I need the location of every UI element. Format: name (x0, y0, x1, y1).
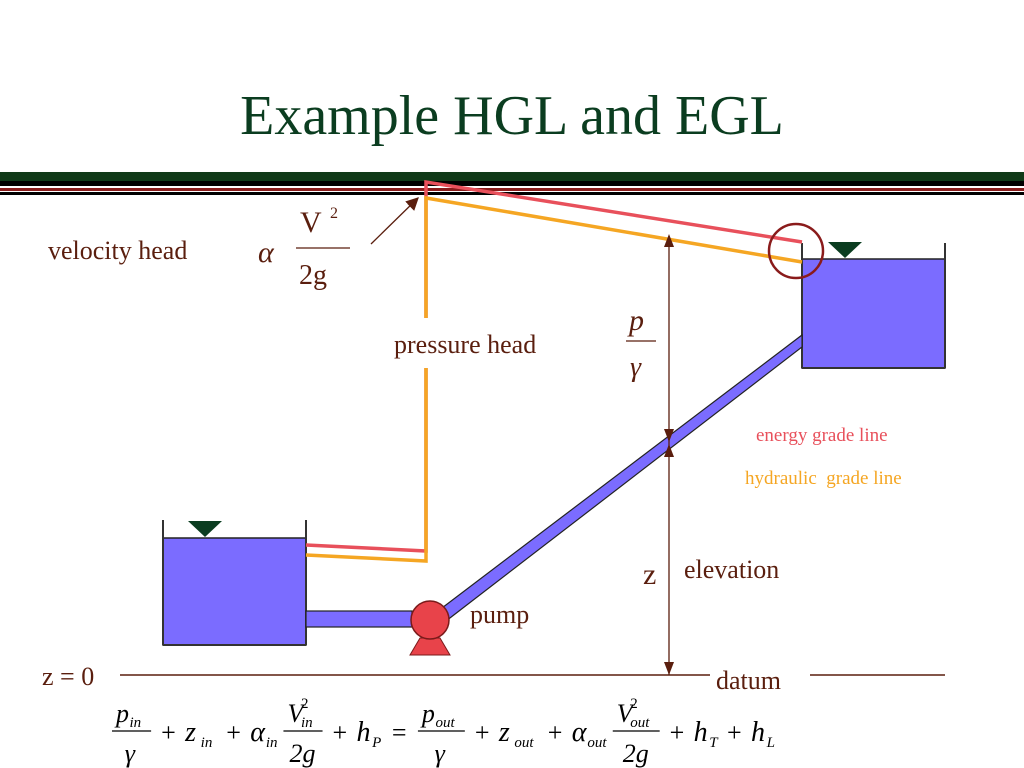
equation-numerator: p (114, 699, 129, 728)
equation-subscript: in (266, 735, 278, 751)
velocity-head-alpha: α (258, 236, 275, 269)
elevation-z-symbol: z (643, 558, 656, 591)
hgl-legend-label: hydraulic grade line (745, 468, 902, 489)
equation-subscript: out (514, 735, 534, 751)
equation-symbol: α (250, 717, 266, 748)
pressure-head-label: pressure head (394, 330, 536, 359)
equation-subscript: in (301, 715, 313, 731)
equation-subscript: in (130, 715, 142, 731)
equation-superscript: 2 (630, 696, 638, 712)
equation-superscript: 2 (301, 696, 309, 712)
datum-label: datum (716, 666, 781, 695)
equation-symbol: h (357, 717, 371, 748)
pressure-head-gap (415, 318, 435, 368)
lower-water-surface-marker-icon (188, 521, 222, 537)
pressure-head-numerator: p (627, 304, 644, 337)
equation-operator: + (475, 718, 490, 747)
equation-denominator: γ (435, 739, 446, 768)
equation-subscript: out (630, 715, 650, 731)
pump-icon (410, 600, 450, 640)
equation-operator: + (727, 718, 742, 747)
equation-numerator: V (617, 699, 636, 728)
equation-denominator: 2g (289, 739, 315, 768)
equation-operator: + (226, 718, 241, 747)
equation-symbol: h (694, 717, 708, 748)
equation-operator: + (670, 718, 685, 747)
velocity-head-numerator: V (300, 206, 322, 239)
slide-title: Example HGL and EGL (240, 85, 784, 147)
equation-operator: + (333, 718, 348, 747)
lower-reservoir-water (162, 537, 307, 646)
equation-operator: = (392, 718, 407, 747)
velocity-head-denominator: 2g (299, 260, 327, 291)
title-rule-black (0, 181, 1024, 186)
elevation-label: elevation (684, 555, 779, 584)
velocity-head-arrow (370, 197, 419, 245)
equation-subscript: out (587, 735, 607, 751)
equation-denominator: 2g (623, 739, 649, 768)
upper-water-surface-marker-icon (828, 242, 862, 258)
equation-symbol: α (572, 717, 588, 748)
equation-numerator: V (287, 699, 306, 728)
equation-symbol: h (751, 717, 765, 748)
pump-label: pump (470, 600, 529, 629)
title-rule-green (0, 172, 1024, 182)
elevation-arrow-top-icon (664, 444, 674, 457)
pump-base-icon (409, 637, 451, 656)
equation-subscript: P (371, 735, 381, 751)
equation-subscript: L (766, 735, 775, 751)
equation-symbol: z (184, 717, 196, 748)
velocity-head-label: velocity head (48, 236, 187, 265)
egl-legend-label: energy grade line (756, 425, 888, 446)
equation-operator: + (161, 718, 176, 747)
title-rule-thin (0, 192, 1024, 195)
suction-pipe (305, 610, 413, 628)
z-zero-label: z = 0 (42, 662, 94, 691)
velocity-head-exponent: 2 (330, 205, 338, 222)
pressure-head-arrow-bottom-icon (664, 429, 674, 442)
equation-subscript: in (201, 735, 213, 751)
energy-grade-line (305, 179, 803, 553)
upper-reservoir-water (801, 258, 946, 369)
pressure-head-denominator: γ (630, 352, 642, 383)
equation-symbol: z (498, 717, 510, 748)
equation-denominator: γ (125, 739, 136, 768)
equation-subscript: T (709, 735, 719, 751)
title-rule-red (0, 188, 1024, 191)
equation-operator: + (548, 718, 563, 747)
pressure-head-arrow-top-icon (664, 234, 674, 247)
junction-highlight-circle (767, 222, 825, 280)
equation-numerator: p (420, 699, 435, 728)
hydraulic-grade-line (305, 195, 803, 563)
elevation-arrow-bottom-icon (664, 662, 674, 675)
equation-subscript: out (435, 715, 455, 731)
